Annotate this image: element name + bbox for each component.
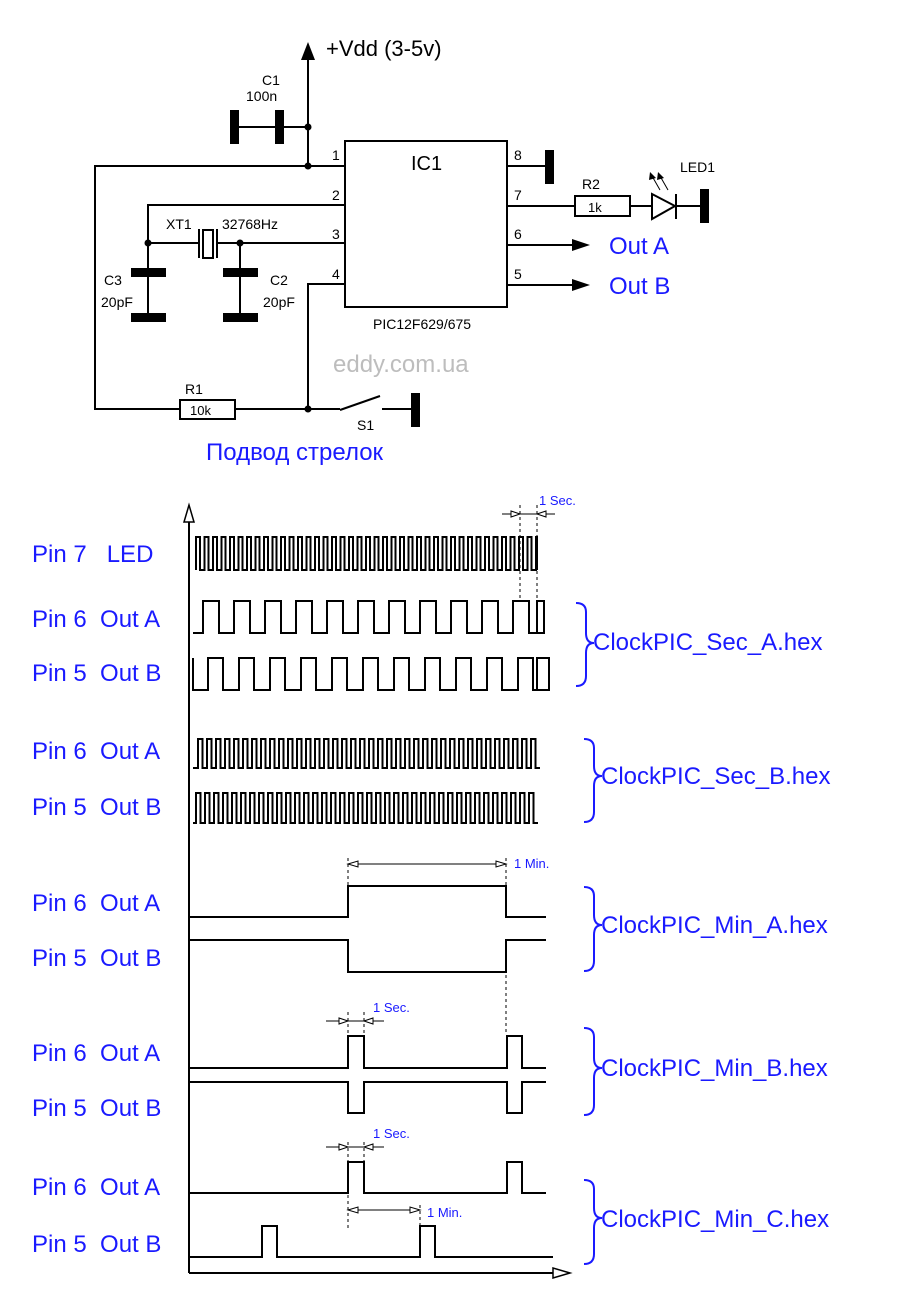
schematic-caption: Подвод стрелок <box>206 439 384 466</box>
note-1-min: 1 Min. <box>427 1205 462 1220</box>
r1-value: 10k <box>190 403 211 418</box>
c2-ref: C2 <box>270 272 288 288</box>
c3-plate-bottom <box>131 313 166 322</box>
y-axis-arrow-icon <box>182 502 196 523</box>
waveform-min-a-out-b <box>189 939 546 973</box>
r2-ref: R2 <box>582 176 600 192</box>
c2-value: 20pF <box>263 294 295 310</box>
pin-number: 1 <box>332 147 340 163</box>
brace <box>583 738 603 823</box>
brace <box>583 886 603 972</box>
led-triangle-icon <box>651 192 678 221</box>
c1-plate-left <box>230 110 239 144</box>
xt1-ref: XT1 <box>166 216 192 232</box>
r1-ref: R1 <box>185 381 203 397</box>
waveform-min-b-out-b <box>189 1081 546 1114</box>
row-label-pin6: Pin 6 Out A <box>32 606 160 633</box>
s1-ref: S1 <box>357 417 374 433</box>
pin4-wire <box>307 283 345 409</box>
s1-ground-bar-icon <box>411 393 420 427</box>
hex-file-label: ClockPIC_Sec_A.hex <box>593 629 822 656</box>
row-label-pin5: Pin 5 Out B <box>32 660 161 687</box>
waveform-sec-a-out-a <box>193 600 545 634</box>
c3-ref: C3 <box>104 272 122 288</box>
pin-number: 4 <box>332 266 340 282</box>
out-b-arrow-icon <box>572 279 590 291</box>
waveform-sec-b-out-a <box>193 738 540 769</box>
watermark: eddy.com.ua <box>333 351 469 378</box>
row-label-pin7-led: Pin 7 LED <box>32 541 153 568</box>
waveform-min-b-out-a <box>189 1035 546 1069</box>
c2-plate-top <box>223 268 258 277</box>
pin-number: 8 <box>514 147 522 163</box>
hex-file-label: ClockPIC_Min_C.hex <box>601 1206 829 1233</box>
c1-ref: C1 <box>262 72 280 88</box>
note-1-sec: 1 Sec. <box>373 1000 410 1015</box>
led-ground-bar-icon <box>700 189 709 223</box>
out-a-label: Out A <box>609 233 669 260</box>
brace <box>583 1027 603 1116</box>
row-label-pin5: Pin 5 Out B <box>32 945 161 972</box>
vdd-arrow-icon <box>301 42 315 60</box>
r2-body <box>574 195 631 217</box>
waveform-pin7-led <box>195 536 538 571</box>
c1-value: 100n <box>246 88 277 104</box>
hex-file-label: ClockPIC_Min_A.hex <box>601 912 828 939</box>
ground-bar-icon <box>545 150 554 184</box>
out-a-arrow-icon <box>572 239 590 251</box>
r2-value: 1k <box>588 200 602 215</box>
pin-number: 2 <box>332 187 340 203</box>
schematic: +Vdd (3-5v) C1 100n IC1 PIC12F629/675 1 … <box>94 36 715 466</box>
x-axis-arrow-icon <box>552 1266 573 1280</box>
waveform-min-c-out-b <box>189 1225 553 1258</box>
hex-file-label: ClockPIC_Min_B.hex <box>601 1055 828 1082</box>
pin-number: 5 <box>514 266 522 282</box>
note-1-min: 1 Min. <box>514 856 549 871</box>
pin2-wire <box>147 204 345 270</box>
row-label-pin5: Pin 5 Out B <box>32 794 161 821</box>
waveform-min-c-out-a <box>189 1161 546 1194</box>
xt1-body <box>202 229 214 259</box>
waveform-sec-b-out-b <box>193 792 538 824</box>
hex-file-label: ClockPIC_Sec_B.hex <box>601 763 830 790</box>
pin1-loop-wire <box>94 165 345 410</box>
waveform-min-a-out-a <box>189 885 546 918</box>
row-label-pin5: Pin 5 Out B <box>32 1231 161 1258</box>
note-1-sec: 1 Sec. <box>373 1126 410 1141</box>
pin-number: 6 <box>514 226 522 242</box>
row-label-pin6: Pin 6 Out A <box>32 890 160 917</box>
led-ref: LED1 <box>680 159 715 175</box>
brace <box>575 602 595 687</box>
row-label-pin6: Pin 6 Out A <box>32 738 160 765</box>
row-label-pin5: Pin 5 Out B <box>32 1095 161 1122</box>
note-1-sec: 1 Sec. <box>539 493 576 508</box>
pin-number: 3 <box>332 226 340 242</box>
row-label-pin6: Pin 6 Out A <box>32 1174 160 1201</box>
ic1-body <box>344 140 508 308</box>
brace <box>583 1179 603 1265</box>
s1-lever <box>339 395 381 411</box>
ic1-name: IC1 <box>411 153 442 175</box>
c3-value: 20pF <box>101 294 133 310</box>
waveform-sec-a-out-b <box>192 657 550 691</box>
pin-number: 7 <box>514 187 522 203</box>
c3-plate-top <box>131 268 166 277</box>
vdd-label: +Vdd (3-5v) <box>326 36 442 61</box>
ic1-part: PIC12F629/675 <box>373 316 471 332</box>
xt1-value: 32768Hz <box>222 216 278 232</box>
timing-diagram: Pin 7 LED Pin 6 Out A Pin 5 Out B Pin 6 … <box>32 493 830 1280</box>
c2-plate-bottom <box>223 313 258 322</box>
row-label-pin6: Pin 6 Out A <box>32 1040 160 1067</box>
out-b-label: Out B <box>609 273 670 300</box>
c1-plate-right <box>275 110 284 144</box>
